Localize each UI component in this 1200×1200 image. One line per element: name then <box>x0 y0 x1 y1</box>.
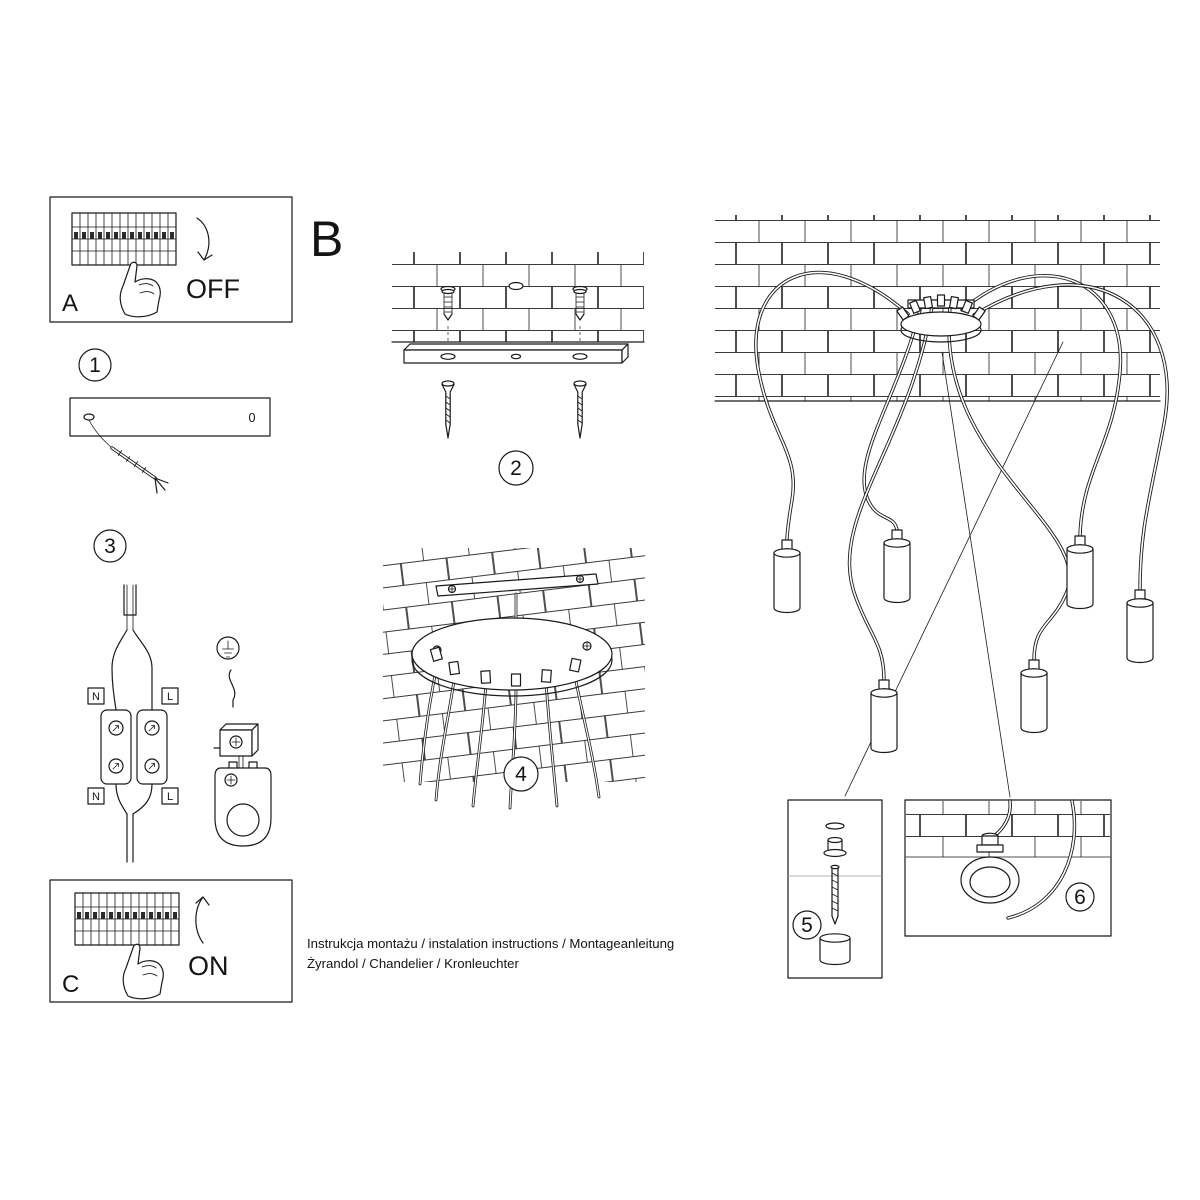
bulb-socket <box>773 539 801 614</box>
panel-a: OFF A <box>49 196 293 323</box>
step-5-badge <box>792 910 822 940</box>
footer-text-line1: Instrukcja montażu / instalation instruc… <box>307 936 674 951</box>
strain-relief-body <box>214 755 272 847</box>
bulb-socket <box>1126 589 1154 664</box>
step-4-drawing: 4 <box>383 548 645 810</box>
detail-6-panel: 6 <box>904 799 1112 937</box>
step-2-badge <box>498 450 534 486</box>
step-1-drawing: 1 0 <box>69 348 271 494</box>
bulb-socket <box>1066 535 1094 610</box>
footer-text-line2: Żyrandol / Chandelier / Kronleuchter <box>307 956 519 971</box>
cable-glands <box>429 646 582 687</box>
wire-label-n-top: N <box>87 687 105 705</box>
ground-terminal <box>213 723 259 757</box>
ceiling-bricks <box>392 252 644 342</box>
step-1-badge <box>78 348 112 382</box>
socket-top-detail <box>960 832 1020 904</box>
step-6-badge <box>1065 882 1095 912</box>
step-4-badge <box>503 756 539 792</box>
panel-a-label: A <box>62 290 78 317</box>
mounting-bar <box>435 573 599 597</box>
breaker-panel-icon <box>74 892 180 946</box>
ceiling-canopy <box>900 311 982 343</box>
mounting-bar <box>403 343 629 364</box>
mains-cable-bottom <box>115 783 153 863</box>
canopy-plate <box>411 617 613 697</box>
ceiling-hole <box>508 281 524 291</box>
cable-tag-plate <box>69 397 271 437</box>
panel-c-label: C <box>62 971 79 998</box>
step-2-drawing: 2 <box>391 252 645 486</box>
wire-label-l-bottom: L <box>161 787 179 805</box>
step-3-number: 3 <box>104 535 116 558</box>
socket-cylinder <box>819 933 851 966</box>
mains-cable <box>111 584 153 711</box>
gland-part <box>823 836 847 858</box>
step-4-number: 4 <box>515 763 527 786</box>
ground-symbol-icon <box>216 636 240 660</box>
step-5-number: 5 <box>801 914 813 937</box>
screw-icon <box>441 380 455 439</box>
bulb-socket <box>1020 659 1048 734</box>
canopy-glands <box>896 294 986 321</box>
washer <box>825 822 845 830</box>
off-label: OFF <box>186 274 240 304</box>
wire-label-n-bottom: N <box>87 787 105 805</box>
tag-string <box>88 419 113 449</box>
bulb-socket <box>870 679 898 754</box>
machine-screw <box>830 864 840 925</box>
tag-zero: 0 <box>249 411 256 425</box>
step-1-number: 1 <box>89 354 101 377</box>
ground-wire <box>228 669 236 708</box>
detail-5-panel: 5 <box>787 799 883 979</box>
step-6-number: 6 <box>1074 886 1086 909</box>
step-3-badge <box>93 529 127 563</box>
svg-text:N: N <box>92 791 100 803</box>
terminal-block <box>100 709 168 785</box>
detail-bricks <box>906 801 1110 857</box>
off-arrow-icon <box>196 217 213 261</box>
panel-c: ON C <box>49 879 293 1003</box>
leader-line-6 <box>941 351 1011 798</box>
section-b-label: B <box>310 211 343 267</box>
svg-text:N: N <box>92 691 100 703</box>
chandelier-scene <box>714 215 1169 798</box>
bulb-socket <box>883 529 911 604</box>
twisted-cable <box>110 446 169 494</box>
step-2-number: 2 <box>510 457 522 480</box>
breaker-panel-icon <box>71 212 177 266</box>
step-3-drawing: 3 N L N L <box>87 529 272 863</box>
on-arrow-icon <box>195 896 210 944</box>
svg-text:L: L <box>167 691 173 703</box>
wire-label-l-top: L <box>161 687 179 705</box>
svg-text:L: L <box>167 791 173 803</box>
on-label: ON <box>188 951 229 981</box>
chandelier-cables <box>754 270 1169 682</box>
screw-icon <box>573 380 587 439</box>
